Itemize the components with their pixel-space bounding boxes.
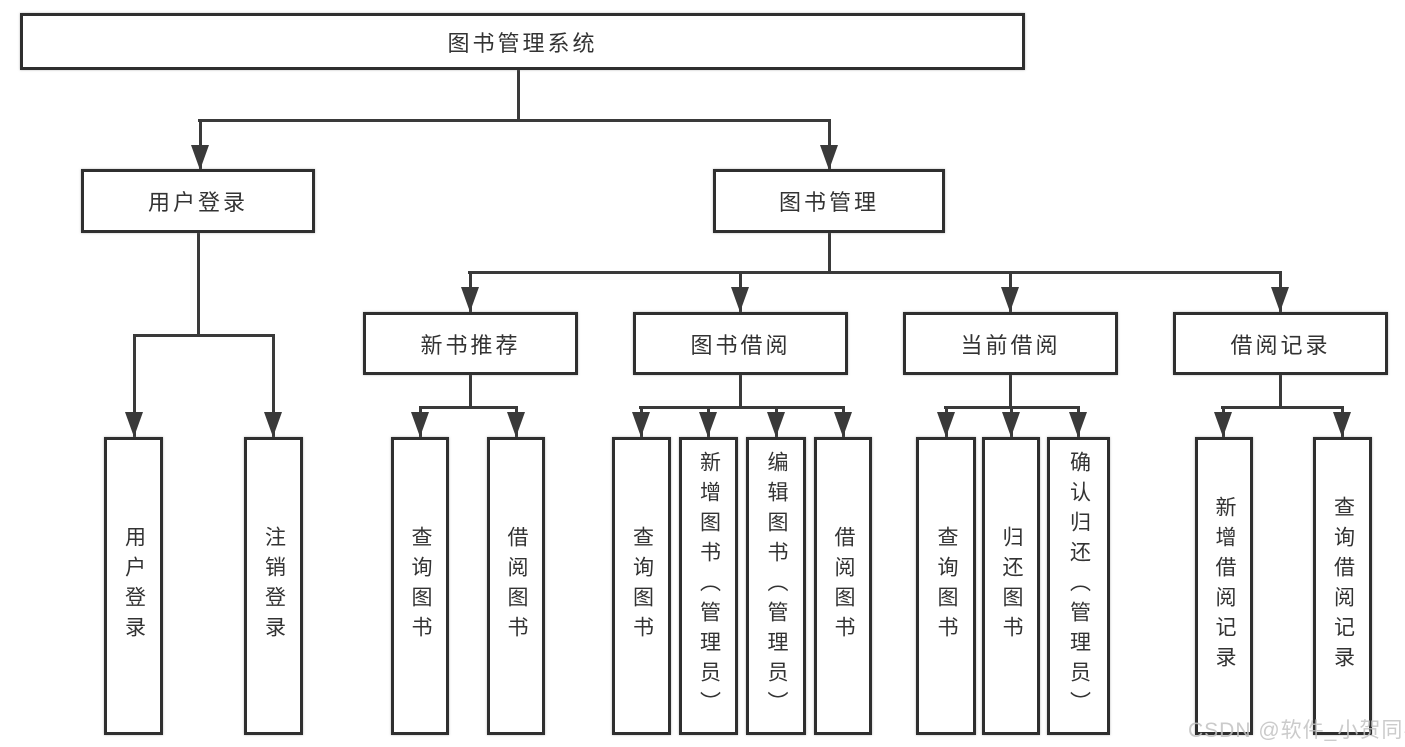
leaf-borrow-books-recommend: 借阅图书 — [487, 437, 545, 735]
leaf-label: 借阅图书 — [832, 526, 855, 646]
connector-arrow-line — [133, 335, 136, 437]
connector-branch-level3 — [468, 271, 1282, 274]
arrow-head-icon — [1214, 412, 1232, 437]
connector-stem-root — [517, 70, 520, 120]
arrow-head-icon — [1002, 412, 1020, 437]
node-current-borrow: 当前借阅 — [903, 312, 1118, 375]
arrow-head-icon — [411, 412, 429, 437]
connector-stem-user-login — [197, 233, 200, 335]
arrow-head-icon — [507, 412, 525, 437]
arrow-head-icon — [834, 412, 852, 437]
leaf-query-books-recommend: 查询图书 — [391, 437, 449, 735]
leaf-label: 查询借阅记录 — [1331, 496, 1355, 676]
connector-branch-borrow-records — [1221, 406, 1344, 409]
arrow-head-icon — [264, 412, 282, 437]
node-borrow-records: 借阅记录 — [1173, 312, 1388, 375]
arrow-head-icon — [461, 287, 479, 312]
connector-stem-borrow-records — [1279, 375, 1282, 407]
leaf-add-borrow-record: 新增借阅记录 — [1195, 437, 1253, 735]
arrow-head-icon — [699, 412, 717, 437]
leaf-add-books-admin: 新增图书（管理员） — [679, 437, 738, 735]
connector-stem-book-borrow — [739, 375, 742, 407]
node-label: 图书管理系统 — [447, 30, 598, 56]
connector-branch-user-login — [133, 334, 275, 337]
node-book-borrow: 图书借阅 — [633, 312, 848, 375]
connector-stem-book-management — [828, 233, 831, 272]
node-user-login: 用户登录 — [81, 169, 315, 233]
connector-stem-new-book — [469, 375, 472, 407]
node-label: 新书推荐 — [420, 332, 521, 358]
leaf-label: 新增图书（管理员） — [697, 451, 721, 721]
connector-branch-new-book — [419, 406, 518, 409]
arrow-head-icon — [632, 412, 650, 437]
connector-branch-level2 — [198, 119, 831, 122]
arrow-head-icon — [1069, 412, 1087, 437]
arrow-head-icon — [937, 412, 955, 437]
leaf-label: 编辑图书（管理员） — [765, 451, 788, 721]
node-library-system: 图书管理系统 — [20, 13, 1025, 70]
csdn-watermark: CSDN @软件_小贺同学 — [1188, 719, 1405, 742]
node-new-book-recommend: 新书推荐 — [363, 312, 578, 375]
node-label: 图书借阅 — [690, 332, 791, 358]
connector-arrow-line — [272, 335, 275, 437]
leaf-borrow-books: 借阅图书 — [814, 437, 872, 735]
arrow-head-icon — [820, 145, 838, 170]
arrow-head-icon — [731, 287, 749, 312]
arrow-head-icon — [767, 412, 785, 437]
leaf-label: 归还图书 — [1000, 526, 1023, 646]
connector-stem-current-borrow — [1009, 375, 1012, 407]
leaf-confirm-return-admin: 确认归还（管理员） — [1047, 437, 1110, 735]
leaf-query-books-borrow: 查询图书 — [612, 437, 671, 735]
node-book-management: 图书管理 — [713, 169, 945, 233]
arrow-head-icon — [125, 412, 143, 437]
leaf-label: 用户登录 — [122, 526, 146, 646]
leaf-label: 查询图书 — [409, 526, 432, 646]
leaf-user-login: 用户登录 — [104, 437, 163, 735]
node-label: 图书管理 — [778, 190, 879, 215]
leaf-edit-books-admin: 编辑图书（管理员） — [746, 437, 806, 735]
leaf-query-borrow-record: 查询借阅记录 — [1313, 437, 1372, 735]
leaf-label: 新增借阅记录 — [1213, 496, 1236, 676]
leaf-logout: 注销登录 — [244, 437, 303, 735]
leaf-label: 查询图书 — [935, 526, 958, 646]
node-label: 用户登录 — [147, 190, 248, 215]
node-label: 借阅记录 — [1230, 332, 1331, 358]
node-label: 当前借阅 — [960, 332, 1061, 358]
leaf-label: 注销登录 — [262, 526, 286, 646]
arrow-head-icon — [1001, 287, 1019, 312]
connector-branch-book-borrow — [639, 406, 845, 409]
arrow-head-icon — [1271, 287, 1289, 312]
leaf-label: 借阅图书 — [505, 526, 528, 646]
leaf-label: 查询图书 — [630, 526, 654, 646]
arrow-head-icon — [1333, 412, 1351, 437]
leaf-label: 确认归还（管理员） — [1067, 451, 1091, 721]
leaf-query-books-current: 查询图书 — [916, 437, 976, 735]
arrow-head-icon — [191, 145, 209, 170]
leaf-return-books: 归还图书 — [982, 437, 1040, 735]
